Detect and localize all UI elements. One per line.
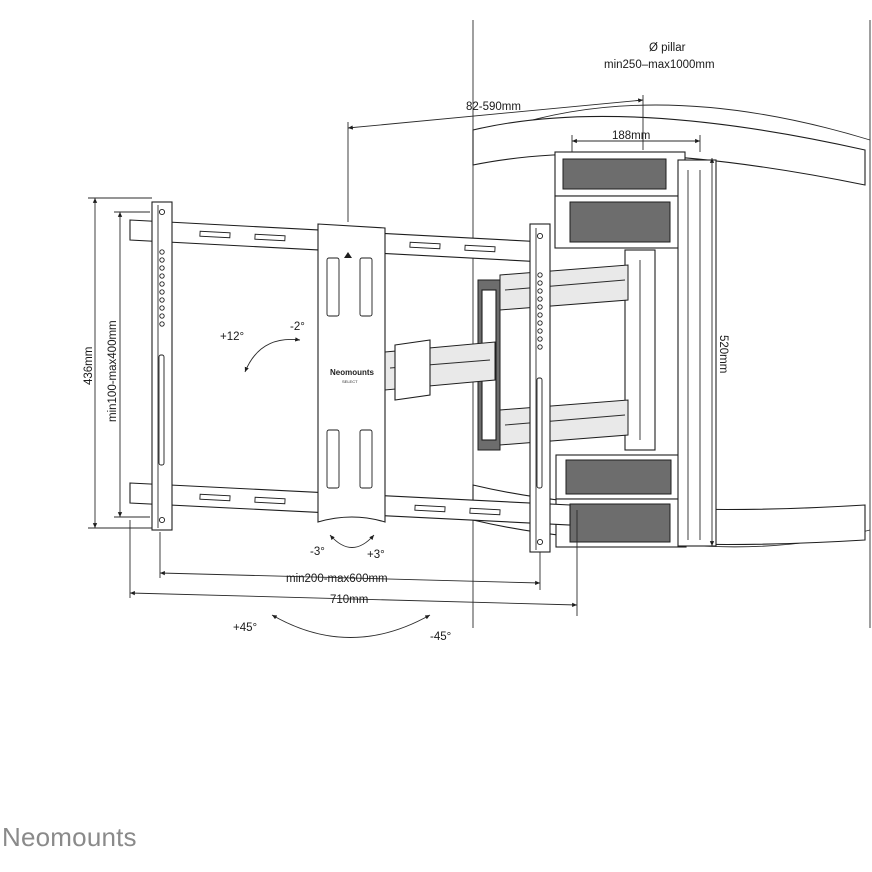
vertical-bracket-right xyxy=(529,223,551,553)
tilt-up-label: +12° xyxy=(220,331,244,343)
level-minus-label: -3° xyxy=(310,546,325,558)
pillar-range-label: min250–max1000mm xyxy=(604,59,715,71)
frame-height-label: 436mm xyxy=(83,347,95,385)
vesa-horizontal-label: min200-max600mm xyxy=(286,573,388,585)
vertical-bracket-left xyxy=(151,201,173,531)
swivel-minus-label: -45° xyxy=(430,631,451,643)
swing-arm xyxy=(384,264,629,451)
clamp-width-label: 188mm xyxy=(612,130,650,142)
hole-column xyxy=(158,208,166,524)
clamp-height-label: 520mm xyxy=(717,335,729,373)
rotation-arcs xyxy=(244,337,431,638)
swivel-plus-label: +45° xyxy=(233,622,257,634)
pillar-symbol-label: Ø pillar xyxy=(649,42,686,54)
vesa-vertical-label: min100-max400mm xyxy=(107,320,119,422)
plate-sub-label: SELECT xyxy=(342,379,358,384)
dimension-lines xyxy=(88,95,715,616)
tilt-down-label: -2° xyxy=(290,321,305,333)
brand-logo: Neomounts xyxy=(2,822,137,852)
plate-brand-label: Neomounts xyxy=(330,368,375,377)
frame-width-label: 710mm xyxy=(330,594,368,606)
depth-label: 82-590mm xyxy=(466,101,521,113)
clamp-bracket xyxy=(554,151,717,548)
level-plus-label: +3° xyxy=(367,549,385,561)
center-plate: Neomounts SELECT xyxy=(317,223,386,523)
hole-column xyxy=(536,232,544,546)
